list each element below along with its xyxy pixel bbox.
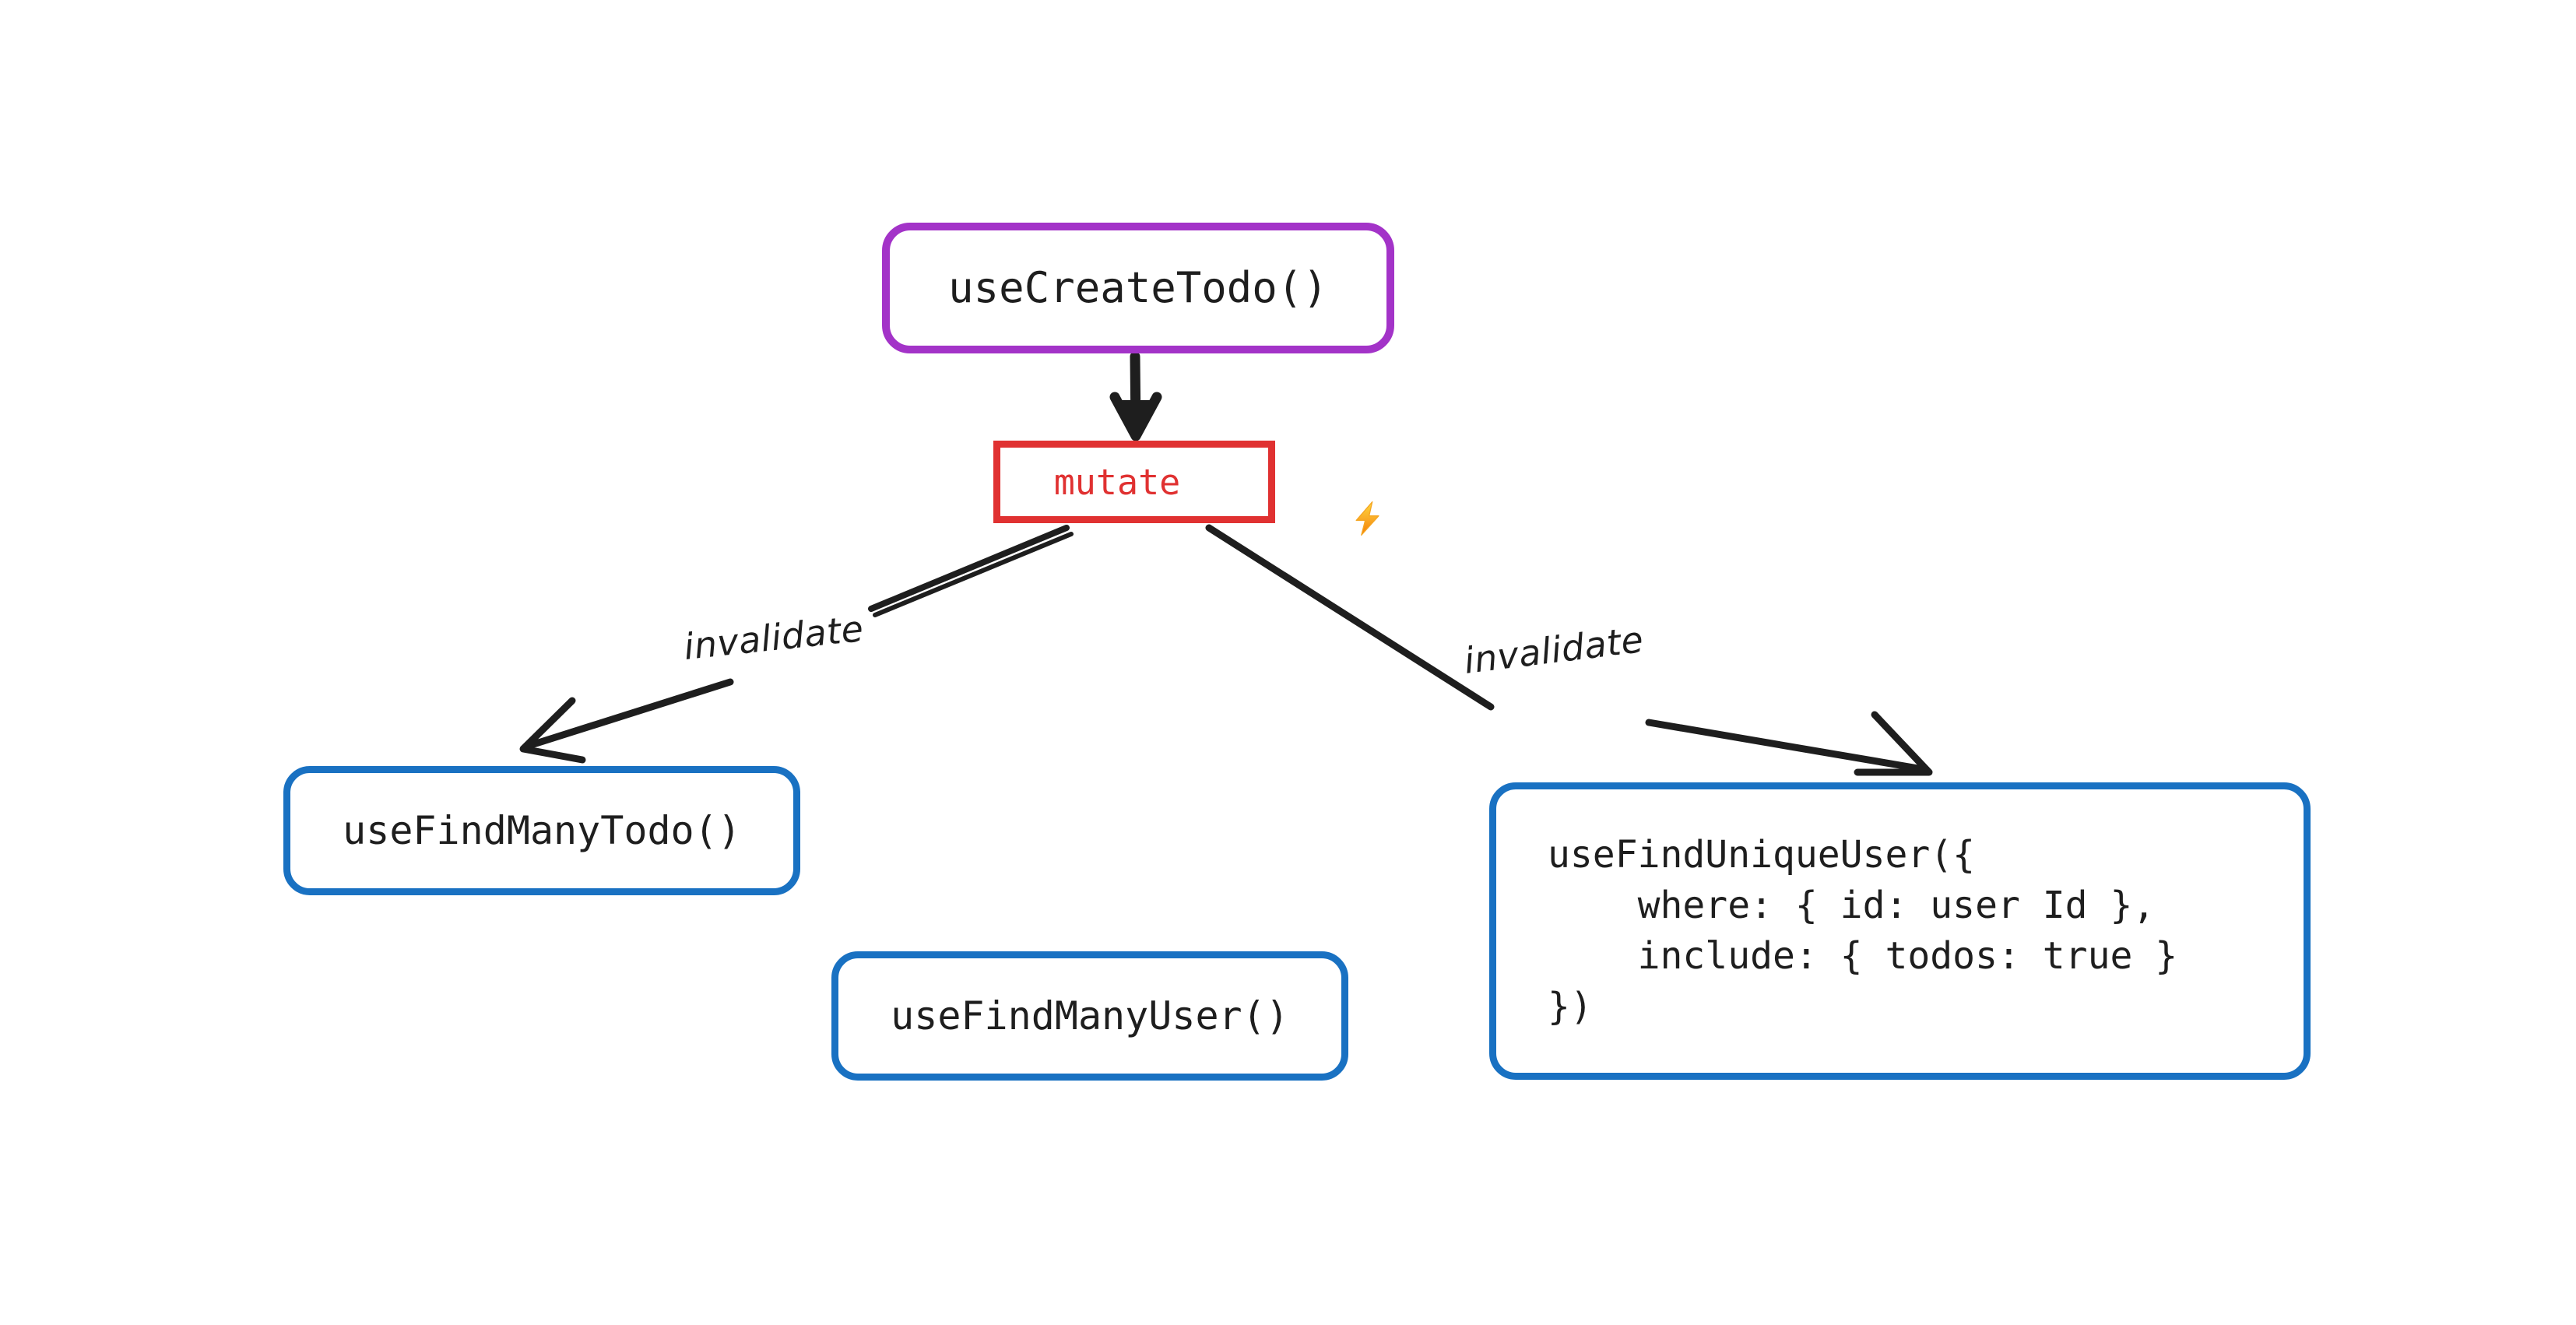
node-mutate-label: mutate (1053, 461, 1181, 503)
node-use-find-many-todo[interactable]: useFindManyTodo() (283, 766, 800, 895)
node-use-find-unique-user-label: useFindUniqueUser({ where: { id: user Id… (1548, 833, 2178, 1028)
node-mutate[interactable]: mutate (993, 441, 1379, 536)
node-use-create-todo-label: useCreateTodo() (948, 263, 1328, 312)
arrow-create-todo-to-mutate (1109, 351, 1162, 441)
node-use-find-unique-user[interactable]: useFindUniqueUser({ where: { id: user Id… (1489, 782, 2311, 1080)
node-use-find-many-todo-label: useFindManyTodo() (343, 808, 741, 853)
lightning-bolt-icon (1183, 466, 1379, 536)
edge-label-invalidate-right: invalidate (1461, 618, 1646, 682)
node-use-create-todo[interactable]: useCreateTodo() (882, 223, 1394, 353)
node-use-find-many-user[interactable]: useFindManyUser() (831, 951, 1348, 1081)
edge-label-invalidate-left: invalidate (681, 607, 866, 668)
node-mutate-label-wrap: mutate (1053, 461, 1379, 536)
node-use-find-many-user-label: useFindManyUser() (891, 993, 1289, 1039)
